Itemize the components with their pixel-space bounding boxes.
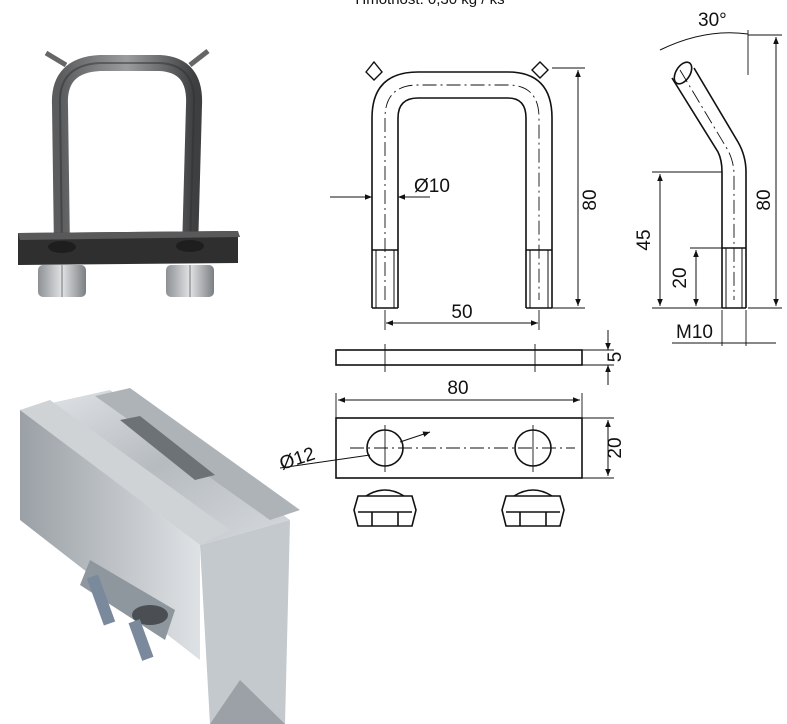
dim-thread-length: 20 [670, 267, 691, 288]
dim-straight-length: 45 [634, 229, 655, 250]
dim-plate-thickness: 5 [605, 352, 626, 363]
u-bolt-clamp-photo [18, 49, 240, 297]
plate-side-view [335, 349, 583, 366]
plate-top-view [335, 417, 583, 479]
dim-hole-diameter: Ø12 [277, 444, 318, 475]
weight-caption: Hmotnost: 0,30 kg / ks [300, 0, 560, 8]
dim-rod-diameter: Ø10 [414, 176, 450, 197]
dim-plate-length: 80 [447, 378, 468, 399]
dim-inner-width: 50 [451, 302, 472, 323]
nut-left [353, 489, 417, 527]
dim-front-height: 80 [580, 189, 601, 210]
rail-mount-photo [20, 388, 300, 724]
u-bolt-front-view [365, 60, 553, 309]
dim-plate-width: 20 [605, 437, 626, 458]
nut-right [501, 489, 565, 527]
dim-side-height: 80 [754, 189, 775, 210]
dim-thread-size: M10 [676, 322, 713, 343]
dim-bend-angle: 30° [698, 10, 727, 31]
